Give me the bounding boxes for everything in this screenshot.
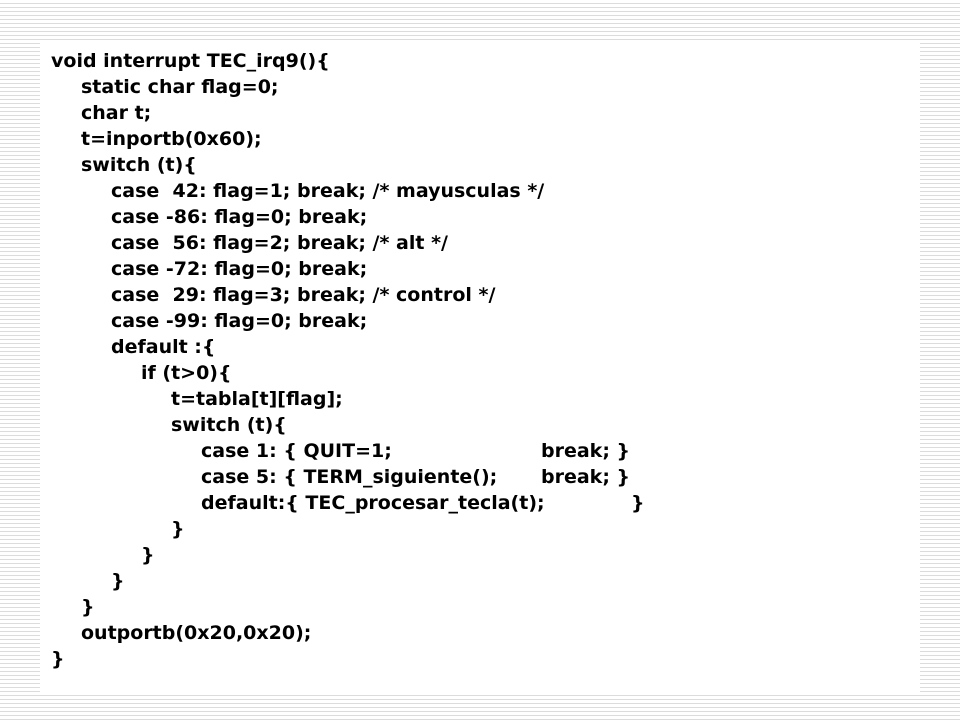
code-text: case 42: flag=1; break; /* mayusculas */	[111, 180, 545, 202]
code-text: static char flag=0;	[81, 76, 279, 98]
code-text: }	[81, 596, 95, 618]
code-text: }	[51, 648, 65, 670]
slide: void interrupt TEC_irq9(){ static char f…	[40, 40, 920, 695]
code-text: case -86: flag=0; break;	[111, 206, 368, 228]
code-text: default :{	[111, 336, 216, 358]
code-text: switch (t){	[171, 414, 287, 436]
code-text: void interrupt TEC_irq9(){	[51, 50, 330, 72]
code-text: case 1: { QUIT=1;	[201, 440, 392, 462]
code-text-aligned: break; }	[541, 440, 631, 462]
code-text-aligned: }	[631, 492, 645, 514]
code-text-aligned: break; }	[541, 466, 631, 488]
code-text: default:{ TEC_procesar_tecla(t);	[201, 492, 545, 514]
code-text: if (t>0){	[141, 362, 232, 384]
code-text: t=inportb(0x60);	[81, 128, 262, 150]
code-text: t=tabla[t][flag];	[171, 388, 343, 410]
code-text: case -72: flag=0; break;	[111, 258, 368, 280]
code-text: case -99: flag=0; break;	[111, 310, 368, 332]
code-text: }	[111, 570, 125, 592]
code-text: }	[171, 518, 185, 540]
code-text: case 56: flag=2; break; /* alt */	[111, 232, 448, 254]
code-text: outportb(0x20,0x20);	[81, 622, 312, 644]
code-text: char t;	[81, 102, 152, 124]
code-text: switch (t){	[81, 154, 197, 176]
code-text: case 29: flag=3; break; /* control */	[111, 284, 496, 306]
code-text: }	[141, 544, 155, 566]
code-text: case 5: { TERM_siguiente();	[201, 466, 498, 488]
